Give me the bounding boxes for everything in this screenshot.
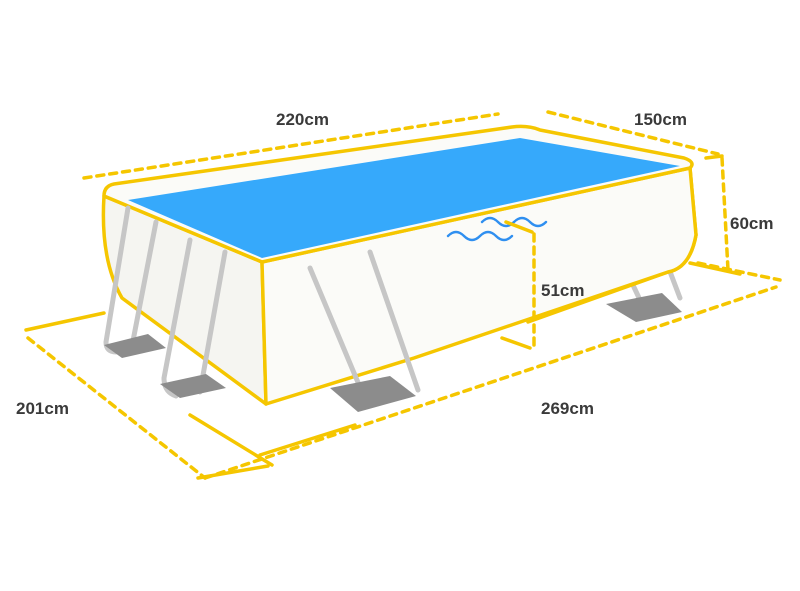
foot-back-right (606, 293, 682, 322)
foot-left-front (160, 374, 226, 398)
front-legs (307, 249, 421, 395)
width-top-label: 150cm (634, 110, 687, 129)
footprint-outline (26, 261, 782, 480)
water-depth-label: 51cm (541, 281, 584, 300)
height-tick (704, 154, 724, 160)
depth-marker (504, 220, 536, 348)
top-dimension-lines (82, 110, 730, 272)
foot-front (330, 376, 416, 412)
foot-left-back (104, 334, 166, 358)
length-top-label: 220cm (276, 110, 329, 129)
water-wave-icon (446, 216, 548, 242)
footprint-ticks (24, 261, 742, 480)
footprint-width-label: 201cm (16, 399, 69, 418)
pool-body (101, 124, 698, 406)
footprint-length-label: 269cm (541, 399, 594, 418)
height-outer-label: 60cm (730, 214, 773, 233)
